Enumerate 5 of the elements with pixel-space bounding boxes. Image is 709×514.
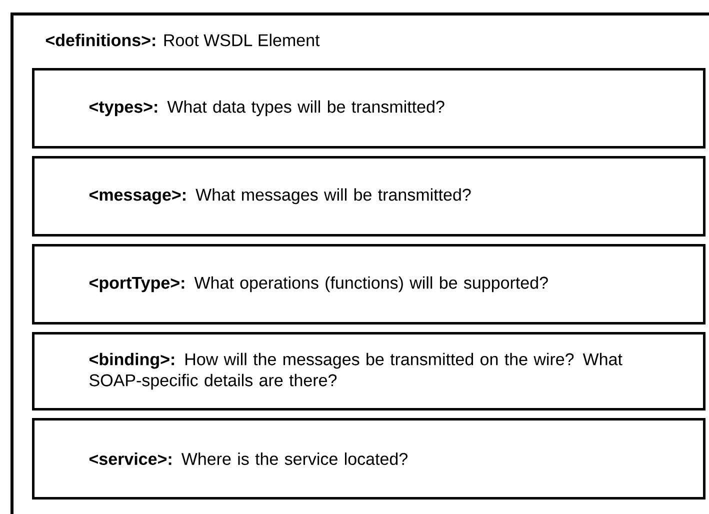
element-box: <portType>: What operations (functions) will be supported? [32,244,706,324]
element-box: <binding>: How will the messages be transmitted on the wire? What SOAP-specific details are there? [32,332,706,410]
element-box: <service>: Where is the service located? [32,418,706,500]
element-box: <message>: What messages will be transmitted? [32,156,706,236]
element-box: <types>: What data types will be transmitted? [32,68,706,148]
